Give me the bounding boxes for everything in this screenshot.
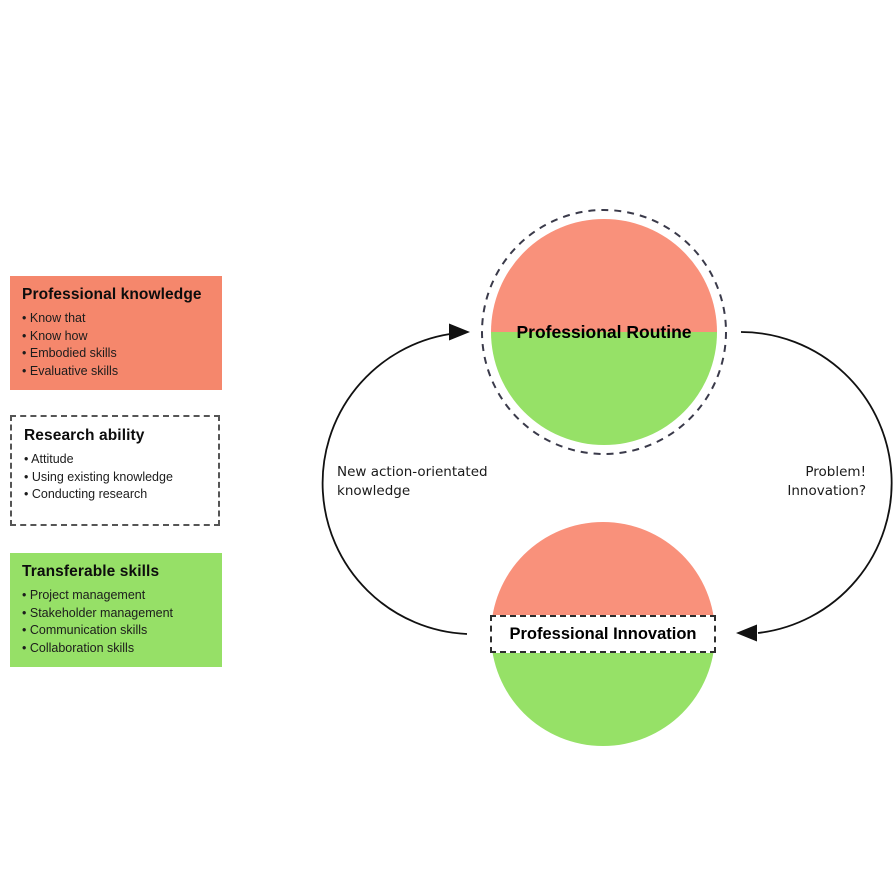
legend-item: Evaluative skills xyxy=(22,363,210,381)
legend-box-research-ability: Research ability Attitude Using existing… xyxy=(10,415,220,526)
routine-circle-bottom-half xyxy=(491,332,717,445)
right-arc-arrowhead-icon xyxy=(736,624,757,642)
legend-item: Stakeholder management xyxy=(22,605,210,623)
legend-title-transferable-skills: Transferable skills xyxy=(22,563,160,580)
left-arc-label: New action-orientated knowledge xyxy=(337,464,488,499)
legend-item: Conducting research xyxy=(24,486,206,504)
legend-item: Collaboration skills xyxy=(22,640,210,658)
legend-list-professional-knowledge: Know that Know how Embodied skills Evalu… xyxy=(22,310,210,380)
left-arc-arrowhead-icon xyxy=(449,323,470,341)
routine-dashed-outline xyxy=(481,209,727,455)
legend-item: Know that xyxy=(22,310,210,328)
legend-box-professional-knowledge: Professional knowledge Know that Know ho… xyxy=(10,276,222,390)
legend-item: Know how xyxy=(22,328,210,346)
innovation-circle-top-half xyxy=(491,522,715,634)
right-cycle-arc xyxy=(740,331,893,634)
innovation-node-labelbox: Professional Innovation xyxy=(490,615,716,653)
routine-circle-top-half xyxy=(491,219,717,332)
legend-list-research-ability: Attitude Using existing knowledge Conduc… xyxy=(24,451,206,504)
innovation-circle-bottom-half xyxy=(491,634,715,746)
legend-box-transferable-skills: Transferable skills Project management S… xyxy=(10,553,222,667)
legend-item: Communication skills xyxy=(22,622,210,640)
left-cycle-arc xyxy=(321,333,468,635)
legend-item: Using existing knowledge xyxy=(24,469,206,487)
routine-node-label: Professional Routine xyxy=(516,322,692,342)
legend-item: Embodied skills xyxy=(22,345,210,363)
right-arc-label: Problem! Innovation? xyxy=(787,464,866,499)
legend-title-professional-knowledge: Professional knowledge xyxy=(22,286,202,303)
legend-item: Project management xyxy=(22,587,210,605)
legend-title-research-ability: Research ability xyxy=(24,427,145,444)
innovation-node-label: Professional Innovation xyxy=(509,624,697,643)
legend-list-transferable-skills: Project management Stakeholder managemen… xyxy=(22,587,210,657)
legend-item: Attitude xyxy=(24,451,206,469)
